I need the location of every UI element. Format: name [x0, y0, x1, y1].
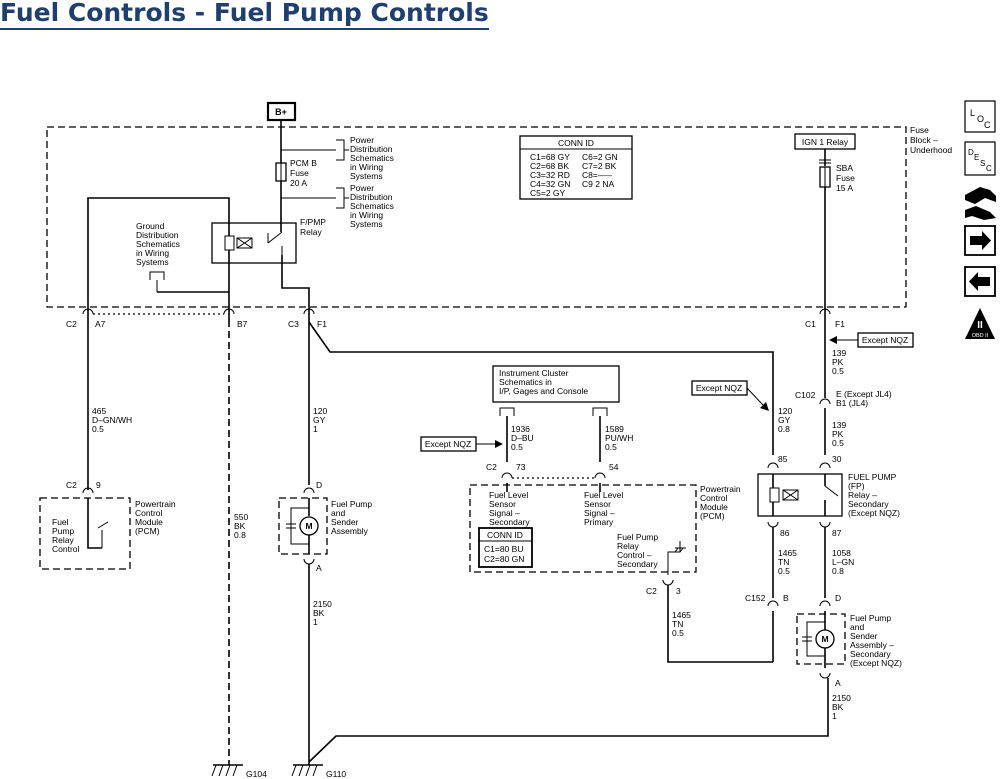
svg-text:30: 30	[832, 454, 842, 464]
fuel-level-secondary-label: Fuel Level Sensor Signal – Secondary	[489, 490, 531, 527]
svg-text:Except NQZ: Except NQZ	[862, 335, 908, 345]
svg-text:Except NQZ: Except NQZ	[696, 383, 742, 393]
fuel-pump-relay-control-secondary-label: Fuel Pump Relay Control – Secondary	[617, 532, 660, 569]
svg-text:B: B	[783, 593, 789, 603]
svg-text:II: II	[977, 320, 983, 331]
wire-139-pk-label-1: 139 PK 0.5	[832, 348, 849, 376]
connector-c102-label: C102	[795, 390, 816, 400]
wire-120-gy-08-label: 120 GY 0.8	[778, 406, 795, 434]
wire-2150-label: 2150 BK 1	[313, 599, 334, 627]
wire-550-label: 550 BK 0.8	[234, 512, 251, 540]
wire-1936-label: 1936 D–BU 0.5	[511, 424, 536, 452]
svg-text:S: S	[980, 159, 985, 168]
wire-1589-label: 1589 PU/WH 0.5	[605, 424, 636, 452]
conn-id-right-column: C6=2 GN C7=2 BK C8=––– C9 2 NA	[582, 152, 620, 189]
connector-c2-label: C2	[66, 319, 77, 329]
instrument-cluster-ref-box	[492, 365, 620, 403]
fuel-pump-assembly-boundary	[278, 497, 328, 555]
wire-2150-label-2: 2150 BK 1	[832, 693, 853, 721]
svg-text:C2: C2	[646, 586, 657, 596]
wire-139-pk-label-2: 139 PK 0.5	[832, 420, 849, 448]
svg-text:CONN ID: CONN ID	[558, 138, 594, 148]
wire-120-gy-label: 120 GY 1	[313, 406, 330, 434]
conn-id-left-column: C1=68 GY C2=68 BK C3=32 RD C4=32 GN C5=2…	[530, 152, 573, 198]
power-distribution-ref-2: Power Distribution Schematics in Wiring …	[350, 183, 396, 229]
svg-text:E: E	[974, 153, 979, 162]
description-button[interactable]: D E S C	[964, 141, 996, 176]
svg-text:54: 54	[609, 462, 619, 472]
svg-text:L: L	[970, 108, 975, 118]
svg-text:A: A	[835, 678, 841, 688]
arrow-right-icon	[970, 231, 991, 250]
svg-text:C: C	[986, 164, 992, 173]
svg-text:D: D	[316, 480, 322, 490]
power-distribution-ref-1: Power Distribution Schematics in Wiring …	[350, 135, 396, 181]
svg-text:CONN ID: CONN ID	[487, 530, 523, 540]
ground-g110-label: G110	[326, 769, 346, 779]
pcm-label-right: Powertrain Control Module (PCM)	[700, 484, 743, 521]
location-button[interactable]: L O C	[964, 100, 996, 133]
svg-text:O: O	[977, 114, 984, 124]
svg-text:OBD II: OBD II	[972, 333, 989, 339]
svg-text:9: 9	[96, 480, 101, 490]
fuel-pump-assembly-label: Fuel Pump and Sender Assembly	[331, 499, 374, 536]
fuse-block-label: Fuse Block – Underhood	[910, 125, 952, 155]
fuel-level-primary-label: Fuel Level Sensor Signal – Primary	[584, 490, 626, 527]
connector-swap-icon[interactable]	[965, 187, 996, 220]
c102-pins-label: E (Except JL4) B1 (JL4)	[836, 389, 894, 408]
pin-a7-label: A7	[95, 319, 106, 329]
next-arrow-button[interactable]	[964, 225, 996, 256]
svg-text:C2: C2	[66, 480, 77, 490]
pin-f1-label: F1	[317, 319, 327, 329]
connector-c3-label: C3	[288, 319, 299, 329]
svg-text:IGN 1 Relay: IGN 1 Relay	[802, 137, 849, 147]
wire-465-label: 465 D–GN/WH 0.5	[92, 406, 135, 434]
conn-id-box	[519, 135, 633, 200]
pin-b7-label: B7	[237, 319, 248, 329]
fuel-pump-assembly-secondary-label: Fuel Pump and Sender Assembly – Secondar…	[850, 613, 902, 668]
pcm-right-boundary	[469, 484, 697, 573]
instrument-cluster-label: Instrument Cluster Schematics in I/P, Ga…	[499, 368, 588, 396]
svg-text:D: D	[835, 593, 841, 603]
conn-id-2-values: C1=80 BU C2=80 GN	[484, 544, 526, 564]
svg-text:87: 87	[832, 528, 842, 538]
battery-positive-label: B+	[275, 107, 287, 117]
fuel-pump-relay-secondary	[757, 473, 843, 517]
fuse-block-boundary	[46, 126, 907, 308]
fuel-pump-relay-control-label: Fuel Pump Relay Control	[52, 517, 80, 554]
ground-g104-label: G104	[246, 769, 267, 779]
arrow-left-icon	[969, 272, 990, 291]
svg-text:M: M	[305, 521, 312, 531]
sba-fuse-label: SBA Fuse 15 A	[836, 163, 857, 193]
connector-c152-label: C152	[745, 593, 766, 603]
pcm-b-fuse-label: PCM B Fuse 20 A	[290, 158, 319, 188]
svg-text:85: 85	[778, 454, 788, 464]
svg-text:73: 73	[516, 462, 526, 472]
fpmp-relay-label: F/PMP Relay	[300, 217, 328, 237]
svg-text:F1: F1	[835, 319, 845, 329]
svg-text:M: M	[821, 634, 828, 644]
svg-text:Except NQZ: Except NQZ	[425, 439, 471, 449]
svg-text:A: A	[316, 563, 322, 573]
svg-text:3: 3	[676, 586, 681, 596]
pcm-left-boundary	[39, 497, 131, 570]
svg-text:C: C	[984, 120, 991, 130]
svg-text:86: 86	[780, 528, 790, 538]
svg-text:C2: C2	[486, 462, 497, 472]
previous-arrow-button[interactable]	[964, 266, 996, 297]
fuel-pump-relay-secondary-label: FUEL PUMP (FP) Relay – Secondary (Except…	[848, 472, 900, 518]
ground-distribution-ref: Ground Distribution Schematics in Wiring…	[136, 221, 182, 267]
obd-ii-button[interactable]: II OBD II	[965, 308, 995, 339]
wire-1058-label: 1058 L–GN 0.8	[832, 548, 857, 576]
wire-1465-label-1: 1465 TN 0.5	[778, 548, 799, 576]
wire-1465-label-2: 1465 TN 0.5	[672, 610, 693, 638]
pcm-label-left: Powertrain Control Module (PCM)	[135, 499, 178, 536]
svg-text:D: D	[968, 148, 974, 157]
page-title: Fuel Controls - Fuel Pump Controls	[0, 0, 489, 30]
fuel-pump-assembly-secondary-boundary	[796, 613, 846, 665]
connector-c1-label: C1	[805, 319, 816, 329]
conn-id-box-2	[478, 527, 533, 568]
